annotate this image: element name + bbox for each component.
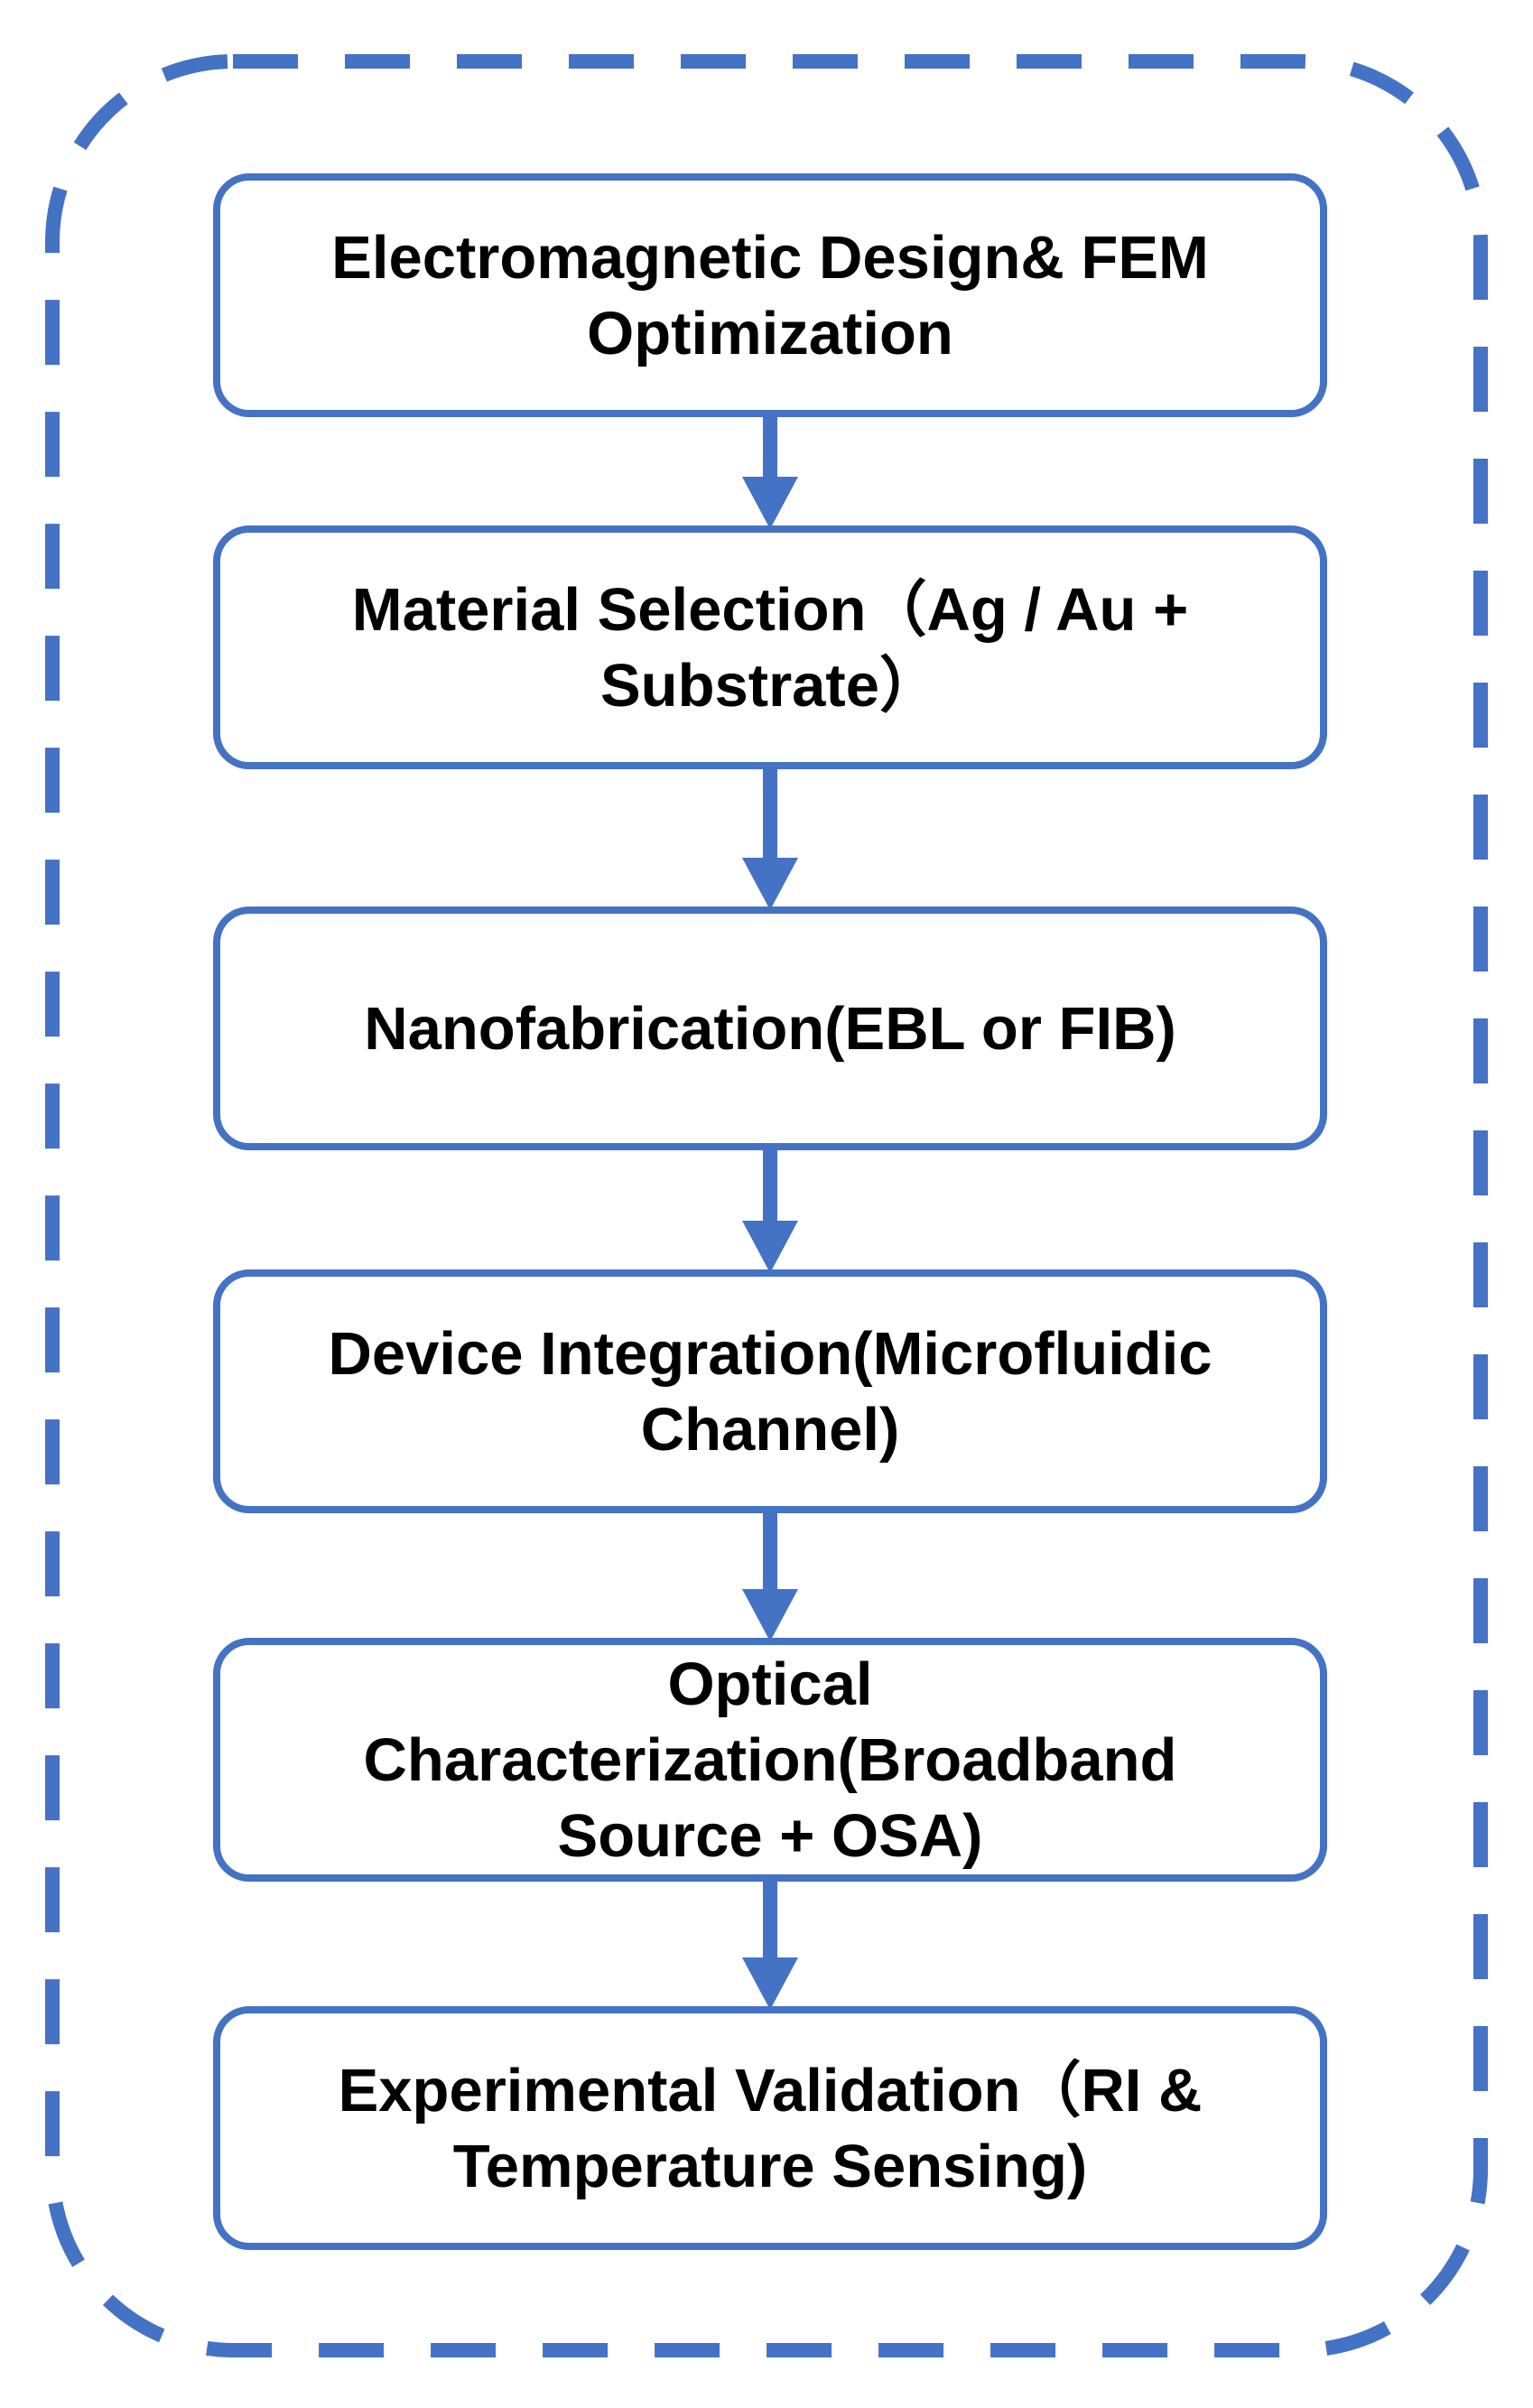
flow-arrow-5 <box>742 1878 798 2010</box>
step-box-frame <box>213 1269 1327 1513</box>
step-label-line: Temperature Sensing) <box>453 2133 1087 2200</box>
step-box-3: Nanofabrication(EBL or FIB) <box>213 906 1327 1150</box>
step-box-frame <box>213 2006 1327 2250</box>
arrow-shaft <box>763 766 777 860</box>
flow-arrow-3 <box>742 1147 798 1273</box>
step-label-line: Optical <box>667 1650 872 1718</box>
flow-arrow-4 <box>742 1510 798 1641</box>
dashed-border <box>45 54 1488 2357</box>
arrow-shaft <box>763 1147 777 1223</box>
step-box-1: Electromagnetic Design& FEM Optimization <box>213 173 1327 417</box>
step-box-6: Experimental Validation（RI & Temperature … <box>213 2006 1327 2250</box>
step-label-line: Material Selection（Ag / Au + <box>352 576 1188 644</box>
step-box-frame <box>213 173 1327 417</box>
arrow-head <box>742 477 798 529</box>
step-label-line: Optimization <box>587 300 953 367</box>
flow-steps: Electromagnetic Design& FEM OptimizationM… <box>213 173 1327 2250</box>
flow-arrow-1 <box>742 414 798 529</box>
arrow-shaft <box>763 1878 777 1959</box>
step-label-line: Experimental Validation（RI & <box>339 2057 1203 2124</box>
step-label-line: Substrate） <box>600 652 940 720</box>
step-label-line: Electromagnetic Design& FEM <box>331 224 1209 292</box>
arrow-head <box>742 858 798 910</box>
step-box-2: Material Selection（Ag / Au + Substrate） <box>213 525 1327 769</box>
arrow-head <box>742 1589 798 1641</box>
step-label-line: Nanofabrication(EBL or FIB) <box>364 995 1176 1063</box>
arrow-shaft <box>763 1510 777 1591</box>
arrow-head <box>742 1221 798 1273</box>
step-label-line: Characterization(Broadband <box>364 1726 1177 1794</box>
step-label-line: Channel) <box>641 1396 900 1464</box>
arrow-head <box>742 1957 798 2010</box>
step-label-line: Device Integration(Microfluidic <box>328 1320 1212 1388</box>
step-label-line: Source + OSA) <box>558 1802 983 1870</box>
flow-arrow-2 <box>742 766 798 910</box>
arrow-shaft <box>763 414 777 479</box>
step-box-frame <box>213 525 1327 769</box>
step-box-5: OpticalCharacterization(BroadbandSource … <box>213 1638 1327 1882</box>
